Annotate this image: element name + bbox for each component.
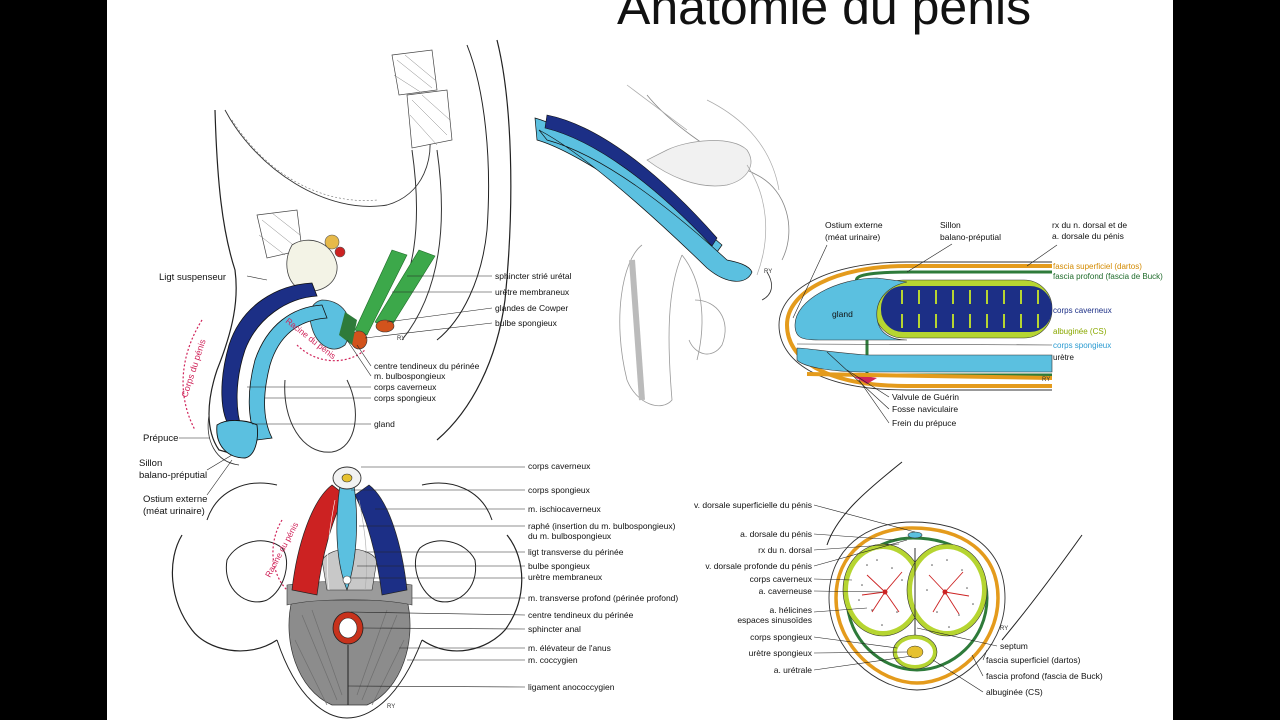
- label-prepuce: Prépuce: [143, 433, 178, 444]
- label-m-transverse-profond: m. transverse profond (périnée profond): [528, 593, 678, 603]
- sagittal-lower-labels: centre tendineux du périnée m. bulbospon…: [247, 339, 480, 429]
- lateral-view: RY: [534, 84, 790, 407]
- svg-text:RY: RY: [387, 704, 395, 710]
- sagittal-section: Corps du pénis Racine du pénis Ligt susp…: [139, 39, 572, 517]
- helicine-arteries: [861, 571, 970, 615]
- label-v-dorsale-profonde: v. dorsale profonde du pénis: [705, 561, 812, 571]
- label-frein-du-prepuce: Frein du prépuce: [892, 418, 957, 428]
- slide: Anatomie du pénis: [107, 0, 1173, 720]
- label-dartos-cross: fascia superficiel (dartos): [986, 655, 1081, 665]
- svg-text:RY: RY: [1042, 377, 1050, 383]
- label-albuginee-longitudinal: albuginée (CS): [1053, 327, 1107, 336]
- label-corps-caverneux-cross: corps caverneux: [750, 574, 813, 584]
- slide-title: Anatomie du pénis: [617, 0, 1032, 35]
- label-v-dorsale-superficielle: v. dorsale superficielle du pénis: [694, 500, 812, 510]
- label-ostium-externe-sagittal: Ostium externe(méat urinaire): [143, 494, 207, 517]
- label-bulbe-spongieux-sagittal: bulbe spongieux: [495, 318, 558, 328]
- label-corps-spongieux-perineum: corps spongieux: [528, 485, 591, 495]
- label-corps-caverneux-sagittal: corps caverneux: [374, 382, 437, 392]
- perineum-view: Racine du pénis RY corps caverneux corps…: [171, 461, 678, 719]
- anatomy-figure: Corps du pénis Racine du pénis Ligt susp…: [139, 39, 1163, 719]
- label-a-caverneuse: a. caverneuse: [759, 586, 813, 596]
- label-a-uretrale: a. urétrale: [774, 665, 813, 675]
- label-ostium-externe-longitudinal: Ostium externe(méat urinaire): [825, 220, 883, 242]
- label-ligt-transverse: ligt transverse du périnée: [528, 547, 624, 557]
- label-glandes-de-cowper: glandes de Cowper: [495, 303, 568, 313]
- artist-mark: RY: [397, 336, 405, 342]
- label-corps-spongieux-longitudinal: corps spongieux: [1053, 341, 1111, 350]
- label-septum: septum: [1000, 641, 1028, 651]
- label-m-coccygien: m. coccygien: [528, 655, 578, 665]
- label-gland-sagittal: gland: [374, 419, 395, 429]
- label-buck-longitudinal: fascia profond (fascia de Buck): [1053, 272, 1163, 281]
- label-m-ischiocaverneux: m. ischiocaverneux: [528, 504, 602, 514]
- cross-section-right-labels: septum fascia superficiel (dartos) fasci…: [916, 627, 1103, 697]
- label-buck-cross: fascia profond (fascia de Buck): [986, 671, 1103, 681]
- label-uretre-membraneux-perineum: urètre membraneux: [528, 572, 603, 582]
- label-uretre-membraneux: urètre membraneux: [495, 287, 570, 297]
- penis-root-bracket: [296, 344, 366, 362]
- label-a-dorsale: a. dorsale du pénis: [740, 529, 812, 539]
- label-centre-tendineux-sagittal: centre tendineux du périnée: [374, 361, 480, 371]
- longitudinal-section: gland RY Ostium externe(méat urinaire) S…: [778, 220, 1163, 428]
- label-corps-caverneux-perineum: corps caverneux: [528, 461, 591, 471]
- label-dartos-longitudinal: fascia superficiel (dartos): [1053, 262, 1142, 271]
- label-ligament-suspenseur: Ligt suspenseur: [159, 272, 226, 283]
- label-uretre-spongieux: urètre spongieux: [749, 648, 813, 658]
- label-ligament-anococcygien: ligament anococcygien: [528, 682, 615, 692]
- label-bulbe-spongieux-perineum: bulbe spongieux: [528, 561, 591, 571]
- levator-striations: [294, 609, 405, 706]
- label-corps-du-penis: Corps du pénis: [179, 337, 207, 398]
- sinusoid-speckles: [858, 559, 974, 628]
- rectum-hatching: [256, 49, 453, 259]
- sagittal-right-labels: sphincter strié urétal urètre membraneux…: [364, 271, 572, 339]
- label-corps-caverneux-longitudinal: corps caverneux: [1053, 306, 1112, 315]
- label-rx-n-dorsal: rx du n. dorsal: [758, 545, 812, 555]
- cavernous-trabeculae: [901, 290, 1039, 328]
- cross-section-left-labels: v. dorsale superficielle du pénis a. dor…: [694, 500, 916, 675]
- svg-text:RY: RY: [764, 269, 772, 275]
- label-uretre-longitudinal: urètre: [1053, 353, 1074, 362]
- label-fosse-naviculaire: Fosse naviculaire: [892, 404, 958, 414]
- perineum-labels: corps caverneux corps spongieux m. ischi…: [347, 461, 678, 692]
- label-raphe: raphé (insertion du m. bulbospongieux)du…: [528, 521, 676, 541]
- label-albuginee-cross: albuginée (CS): [986, 687, 1043, 697]
- label-valvule-de-guerin: Valvule de Guérin: [892, 392, 959, 402]
- label-m-bulbospongieux: m. bulbospongieux: [374, 371, 446, 381]
- cross-section: RY v. dorsale superficielle du pénis a. …: [694, 461, 1103, 697]
- label-gland-longitudinal: gland: [832, 309, 853, 319]
- label-sphincter-strie: sphincter strié urétal: [495, 271, 572, 281]
- label-sphincter-anal: sphincter anal: [528, 624, 581, 634]
- svg-text:RY: RY: [1000, 626, 1008, 632]
- label-centre-tendineux-perineum: centre tendineux du périnée: [528, 610, 634, 620]
- label-m-elevateur: m. élévateur de l'anus: [528, 643, 611, 653]
- label-corps-spongieux-cross: corps spongieux: [750, 632, 813, 642]
- label-corps-spongieux-sagittal: corps spongieux: [374, 393, 437, 403]
- penis-body-bracket: [182, 319, 203, 431]
